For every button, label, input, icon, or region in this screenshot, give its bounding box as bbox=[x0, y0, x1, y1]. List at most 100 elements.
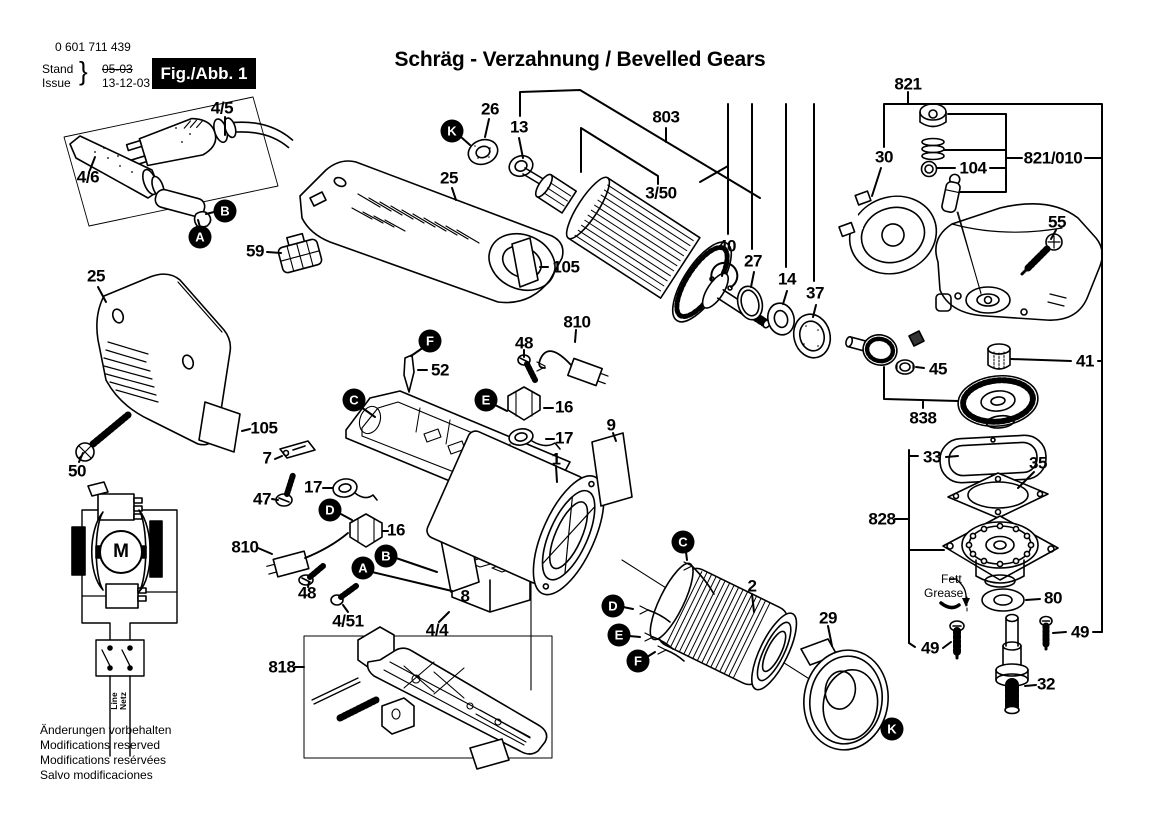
baffle-plate-drawing bbox=[800, 638, 889, 751]
stand-value: 05-03 bbox=[102, 62, 133, 76]
callout-16-top: 16 bbox=[554, 397, 574, 417]
callout-25-top: 25 bbox=[439, 168, 459, 188]
document-number: 0 601 711 439 bbox=[55, 40, 131, 54]
callout-803: 803 bbox=[652, 107, 680, 127]
callout-50: 50 bbox=[67, 461, 87, 481]
callout-41: 41 bbox=[1075, 351, 1095, 371]
callout-828: 828 bbox=[868, 509, 896, 529]
base-plate-group-drawing bbox=[303, 581, 553, 770]
stand-label: Stand bbox=[42, 62, 74, 76]
callout-17-left: 17 bbox=[303, 477, 323, 497]
marker-f-right: F bbox=[626, 649, 650, 673]
callout-7: 7 bbox=[262, 448, 272, 468]
left-cover-drawing bbox=[75, 273, 241, 462]
callout-25-left: 25 bbox=[86, 266, 106, 286]
callout-33: 33 bbox=[922, 447, 942, 467]
marker-e-top: E bbox=[474, 388, 498, 412]
armature-drawing bbox=[467, 138, 771, 329]
stator-drawing bbox=[639, 561, 798, 691]
callout-16-mid: 16 bbox=[386, 520, 406, 540]
callout-1: 1 bbox=[551, 449, 561, 469]
spindle-lock-parts-drawing bbox=[919, 103, 982, 295]
callout-49-left: 49 bbox=[920, 638, 940, 658]
legal-line-en: Modifications reserved bbox=[40, 738, 161, 752]
marker-b-mid: B bbox=[374, 544, 398, 568]
marker-k-bottom: K bbox=[880, 717, 904, 741]
callout-821-010: 821/010 bbox=[1023, 148, 1083, 168]
callout-48-top: 48 bbox=[514, 333, 534, 353]
legal-note: Änderungen vorbehalten Modifications res… bbox=[40, 723, 171, 783]
legal-line-de: Änderungen vorbehalten bbox=[40, 723, 172, 737]
callout-4-5: 4/5 bbox=[210, 98, 234, 118]
supply-line-label: Line Netz bbox=[109, 692, 128, 710]
callout-35: 35 bbox=[1028, 453, 1048, 473]
gear-set-drawing bbox=[845, 330, 1039, 429]
callout-52: 52 bbox=[430, 360, 450, 380]
issue-value: 13-12-03 bbox=[102, 76, 151, 90]
callout-810-top: 810 bbox=[563, 312, 591, 332]
marker-d-right: D bbox=[601, 594, 625, 618]
marker-a-mid: A bbox=[351, 556, 375, 580]
leader-lines bbox=[78, 89, 1103, 687]
screw-55-drawing bbox=[1020, 233, 1063, 276]
callout-30: 30 bbox=[874, 147, 894, 167]
callout-104: 104 bbox=[959, 158, 987, 178]
cord-set-drawing bbox=[63, 96, 294, 229]
callout-13: 13 bbox=[509, 117, 529, 137]
marker-c-right: C bbox=[671, 530, 695, 554]
motor-housing-drawing bbox=[426, 237, 633, 596]
callout-810-left: 810 bbox=[231, 537, 259, 557]
page-title: Schräg - Verzahnung / Bevelled Gears bbox=[394, 48, 766, 71]
grease-arrow bbox=[939, 578, 970, 613]
callout-55: 55 bbox=[1047, 212, 1067, 232]
figure-box: Fig./Abb. 1 bbox=[152, 58, 256, 89]
callout-105-left: 105 bbox=[250, 418, 278, 438]
brush-holder-top-group-drawing bbox=[403, 350, 609, 450]
marker-b-top: B bbox=[213, 199, 237, 223]
switch-slider-drawing bbox=[277, 232, 323, 274]
bearing-stack-drawing bbox=[709, 261, 832, 359]
callout-29: 29 bbox=[818, 608, 838, 628]
callout-45: 45 bbox=[928, 359, 948, 379]
callout-105-top: 105 bbox=[552, 257, 580, 277]
callout-4-4: 4/4 bbox=[425, 620, 449, 640]
marker-d-left: D bbox=[318, 498, 342, 522]
callout-14: 14 bbox=[777, 269, 797, 289]
marker-e-right: E bbox=[607, 623, 631, 647]
legal-line-fr: Modifications resérvées bbox=[40, 753, 167, 767]
callout-32: 32 bbox=[1036, 674, 1056, 694]
brace-glyph: } bbox=[79, 56, 88, 86]
callout-8: 8 bbox=[460, 586, 470, 606]
callout-47: 47 bbox=[252, 489, 272, 509]
motor-symbol-label: M bbox=[113, 541, 129, 562]
callout-4-51: 4/51 bbox=[332, 611, 364, 631]
marker-a-top: A bbox=[188, 225, 212, 249]
callout-818: 818 bbox=[268, 657, 296, 677]
callout-26: 26 bbox=[480, 99, 500, 119]
callout-821: 821 bbox=[894, 74, 922, 94]
marker-k-top: K bbox=[440, 119, 464, 143]
figure-label: Fig./Abb. 1 bbox=[160, 63, 248, 83]
callout-48-bottom: 48 bbox=[297, 583, 317, 603]
legal-line-es: Salvo modificaciones bbox=[40, 768, 153, 782]
callout-49-right: 49 bbox=[1070, 622, 1090, 642]
clamp-band-drawing bbox=[823, 190, 938, 275]
top-cover-drawing bbox=[299, 160, 564, 304]
callout-4-6: 4/6 bbox=[76, 167, 100, 187]
callout-59: 59 bbox=[245, 241, 265, 261]
motor-symbol: M bbox=[99, 530, 143, 574]
callout-17-top: 17 bbox=[554, 428, 574, 448]
callout-9: 9 bbox=[606, 415, 616, 435]
marker-c-top: C bbox=[342, 388, 366, 412]
issue-label: Issue bbox=[42, 76, 71, 90]
callout-40: 40 bbox=[717, 236, 737, 256]
flange-bearing-group-drawing bbox=[939, 434, 1059, 715]
callout-27: 27 bbox=[743, 251, 763, 271]
marker-f-top: F bbox=[418, 329, 442, 353]
grease-label-en: Grease bbox=[924, 586, 964, 600]
callout-80: 80 bbox=[1043, 588, 1063, 608]
callout-37: 37 bbox=[805, 283, 825, 303]
supply-line-de: Netz bbox=[118, 692, 128, 710]
